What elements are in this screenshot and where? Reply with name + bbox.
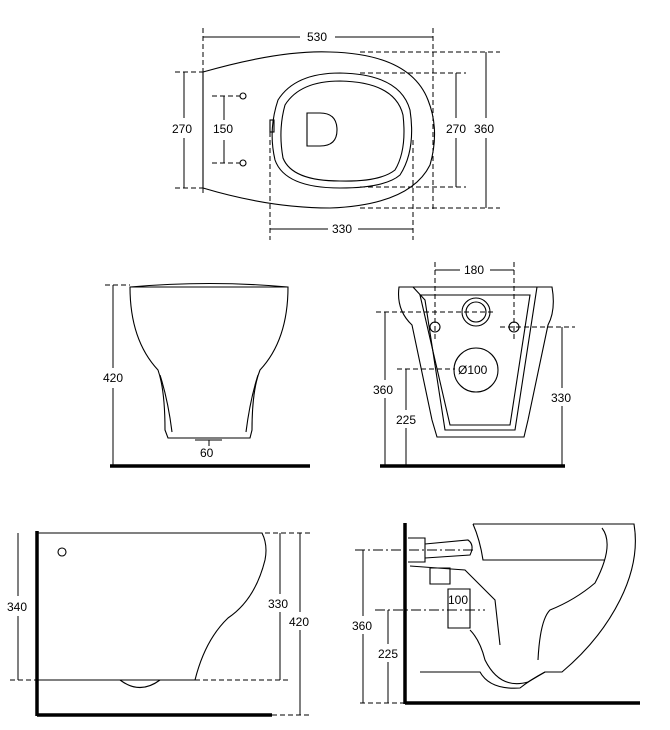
- dim-seat-length: 330: [332, 222, 352, 236]
- front-view: 420 60: [103, 282, 310, 468]
- dim-side-rim-right: 330: [268, 597, 288, 611]
- dim-outlet-height: 225: [396, 413, 416, 427]
- dim-side-rim-left: 340: [7, 600, 27, 614]
- dim-base-width: 60: [200, 446, 214, 460]
- dim-seat-width: 270: [446, 122, 466, 136]
- top-view: 530 270 150 270 360 330: [172, 28, 500, 240]
- dim-inlet-height: 330: [551, 391, 571, 405]
- dim-section-inlet-height: 360: [352, 619, 372, 633]
- dim-fixing-height: 360: [373, 383, 393, 397]
- dim-overall-width: 360: [474, 122, 494, 136]
- dim-side-total-height: 420: [289, 615, 309, 629]
- dim-wall-width: 270: [172, 122, 192, 136]
- dim-overall-length: 530: [307, 30, 327, 44]
- dim-section-outlet-size: 100: [448, 593, 468, 607]
- rear-view: 180 Ø100 360 225 330: [373, 262, 575, 468]
- dim-front-height: 420: [103, 371, 123, 385]
- dim-outlet-diameter: Ø100: [458, 363, 488, 377]
- dim-fixing-spacing: 150: [213, 122, 233, 136]
- dim-rear-fixing-spacing: 180: [464, 263, 484, 277]
- section-view: 360 225 100: [352, 523, 640, 705]
- side-view: 340 330 420: [7, 531, 310, 717]
- dim-section-outlet-height: 225: [378, 647, 398, 661]
